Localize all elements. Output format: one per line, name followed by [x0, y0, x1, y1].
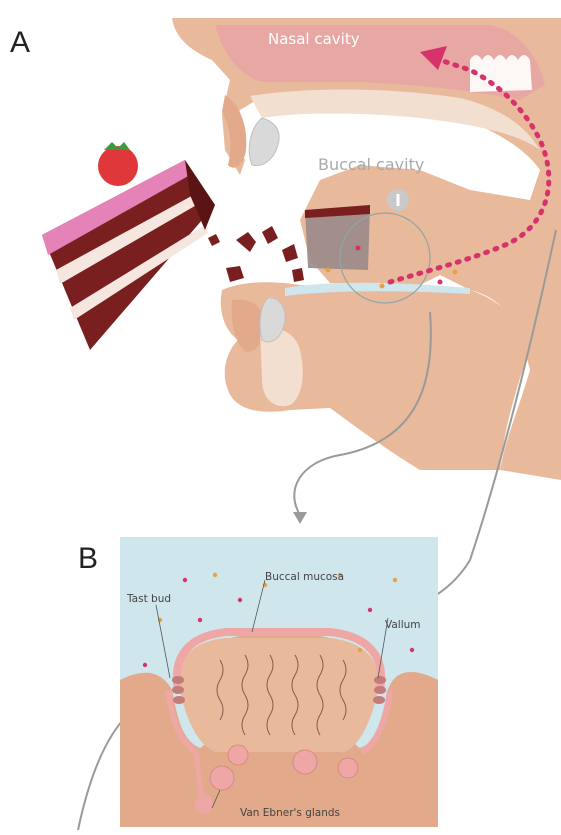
label-van-ebners-glands: Van Ebner's glands: [240, 807, 340, 819]
label-nasal-cavity: Nasal cavity: [268, 30, 360, 48]
strawberry: [98, 146, 138, 186]
panel-b-letter: B: [78, 542, 98, 575]
panel-a-letter: A: [10, 26, 30, 59]
papilla-body: [179, 638, 379, 752]
info-circle-icon: [387, 189, 409, 211]
label-buccal-mucosa: Buccal mucosa: [265, 571, 344, 583]
label-tast-bud: Tast bud: [126, 593, 171, 605]
taste-buds-right: [373, 676, 386, 704]
upper-tooth: [249, 118, 279, 166]
nasal-hairs: [470, 55, 532, 92]
food-bolus: [305, 205, 370, 270]
cake-slice: [42, 142, 215, 350]
panel-a: A: [10, 18, 561, 480]
taste-buds-left: [172, 676, 185, 704]
label-buccal-cavity: Buccal cavity: [318, 155, 424, 174]
label-vallum: Vallum: [385, 619, 421, 631]
gland-bulb: [195, 795, 213, 813]
cake-crumbs: [208, 226, 304, 282]
panel-b: B: [78, 537, 438, 827]
arrow-head-icon: [293, 512, 307, 524]
